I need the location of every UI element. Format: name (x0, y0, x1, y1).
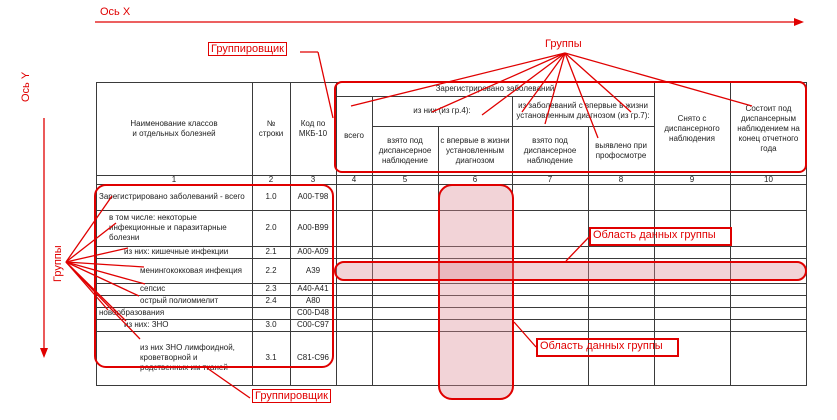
col-line (372, 96, 373, 386)
x-axis-label: Ось X (100, 6, 131, 18)
col-number: 10 (764, 174, 773, 184)
row-code: C81-C96 (296, 353, 329, 362)
col-number: 6 (472, 174, 478, 184)
row-name: из них: ЗНО (124, 320, 169, 329)
row-line (96, 283, 807, 284)
groups-left-label: Группы (52, 245, 64, 282)
header-row-number: № строки (258, 118, 284, 138)
col-line (290, 82, 291, 386)
row-name: из них: кишечные инфекции (124, 247, 229, 256)
data-area-label-box-2 (536, 338, 679, 357)
col-number: 4 (351, 174, 357, 184)
row-code: C00-C97 (296, 320, 329, 329)
table-border-left (96, 82, 97, 386)
header-first-in-life-sub: из заболеваний с впервые в жизни установ… (516, 101, 650, 120)
row-code: A00-B99 (297, 223, 329, 232)
col-line (252, 82, 253, 386)
row-number: 2.0 (265, 223, 277, 232)
row-code: A00-A09 (297, 247, 329, 256)
row-line (96, 210, 807, 211)
col-number: 1 (171, 174, 177, 184)
col-number: 5 (402, 174, 408, 184)
row-number: 2.1 (265, 247, 277, 256)
row-code: A39 (305, 265, 321, 275)
row-number: 2.2 (265, 265, 277, 275)
col-number: 9 (689, 174, 695, 184)
header-name: Наименование классов и отдельных болезне… (130, 118, 218, 138)
header-line (96, 175, 807, 176)
table-border-right (806, 82, 807, 386)
row-name: в том числе: некоторые инфекционные и па… (109, 213, 227, 242)
data-area-label-2: Область данных группы (540, 340, 663, 352)
row-name: сепсис (140, 284, 166, 293)
grouper-top-label: Группировщик (208, 42, 287, 56)
data-area-row-highlight (334, 261, 807, 281)
data-area-label-1: Область данных группы (593, 229, 716, 241)
row-line (96, 295, 807, 296)
header-detected-prof: выявлено при профосмотре (595, 140, 647, 160)
col-number: 2 (268, 174, 274, 184)
form-table: Наименование классов и отдельных болезне… (96, 82, 807, 386)
row-name: Зарегистрировано заболеваний - всего (99, 192, 245, 201)
row-code: A80 (305, 296, 321, 305)
row-number: 1.0 (265, 192, 277, 201)
groups-top-label: Группы (545, 38, 582, 50)
data-area-label-box-1 (589, 227, 732, 246)
col-number: 3 (310, 174, 316, 184)
header-registered: Зарегистрировано заболеваний (435, 84, 555, 93)
row-line (96, 307, 807, 308)
col-line (336, 82, 337, 386)
header-removed: Снято с диспансерного наблюдения (664, 113, 720, 143)
row-number: 2.4 (265, 296, 277, 305)
col-line (588, 126, 589, 386)
row-code: A00-T98 (297, 192, 329, 201)
header-taken-dispensary: взято под диспансерное наблюдение (378, 135, 432, 165)
row-line (96, 258, 807, 259)
row-number: 3.1 (265, 353, 277, 362)
row-number: 2.3 (265, 284, 277, 293)
y-axis-label: Ось Y (20, 71, 32, 102)
header-line (336, 96, 654, 97)
table-border-bottom (96, 385, 807, 386)
groups-header-box (334, 81, 807, 173)
header-total: всего (344, 130, 364, 140)
col-line (654, 82, 655, 386)
row-code: C00-D48 (296, 308, 329, 317)
row-line (96, 246, 807, 247)
row-name: новообразования (99, 308, 165, 317)
data-area-column-highlight (438, 184, 514, 400)
header-of-them: из них (из гр.4): (413, 106, 471, 115)
row-number: 3.0 (265, 320, 277, 329)
row-line (96, 331, 807, 332)
header-first-in-life: с впервые в жизни установленным диагнозо… (440, 135, 510, 165)
grouper-bottom-label: Группировщик (252, 389, 331, 403)
row-name: острый полиомиелит (140, 296, 219, 305)
header-consists: Состоит под диспансерным наблюдением на … (737, 103, 800, 153)
header-taken-dispensary-2: взято под диспансерное наблюдение (523, 135, 577, 165)
col-number: 8 (618, 174, 624, 184)
header-line (372, 126, 654, 127)
row-name: менингококковая инфекция (140, 265, 242, 275)
row-line (96, 319, 807, 320)
header-icd-code: Код по МКБ-10 (298, 118, 328, 138)
col-number: 7 (547, 174, 553, 184)
row-code: A40-A41 (297, 284, 329, 293)
